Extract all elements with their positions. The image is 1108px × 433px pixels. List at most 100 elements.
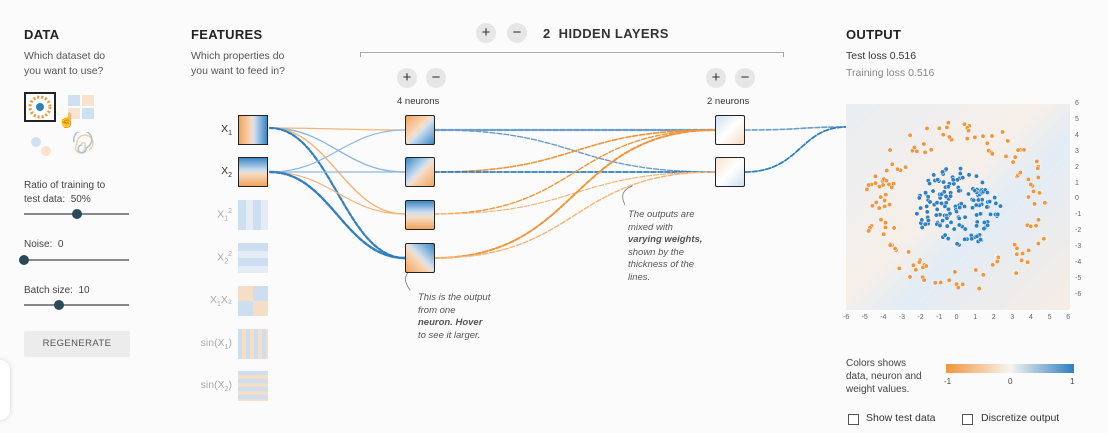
dataset-question-line1: Which dataset do <box>24 50 106 62</box>
data-point <box>970 205 975 211</box>
link-m2-out <box>744 126 847 173</box>
layer1-remove-neuron-button[interactable]: − <box>426 68 446 88</box>
dataset-gauss-icon <box>31 137 51 156</box>
layer1-add-neuron-button[interactable]: + <box>397 68 417 88</box>
y-tick: -3 <box>1075 243 1082 251</box>
add-layer-button[interactable]: + <box>476 23 496 43</box>
feature-input-5[interactable] <box>238 286 268 316</box>
data-point <box>876 184 882 190</box>
data-point <box>978 237 983 242</box>
feature-label-2: X2 <box>221 165 232 180</box>
noise-value: 0 <box>57 239 64 250</box>
show-test-data-checkbox[interactable] <box>848 414 859 425</box>
note-weights-line4: shown by the <box>628 246 684 258</box>
color-legend-bar <box>946 364 1074 373</box>
data-point <box>907 274 913 280</box>
data-point <box>952 269 958 275</box>
feature-input-6[interactable] <box>238 329 268 359</box>
data-point <box>946 206 951 212</box>
batch-slider[interactable] <box>24 304 129 306</box>
layer2-remove-neuron-button[interactable]: − <box>735 68 755 88</box>
data-point <box>922 221 928 227</box>
dataset-gauss[interactable] <box>26 132 56 160</box>
data-point <box>945 120 951 126</box>
y-tick: -2 <box>1075 227 1082 235</box>
layer2-add-neuron-button[interactable]: + <box>706 68 726 88</box>
y-tick: 3 <box>1075 147 1079 155</box>
output-plot[interactable] <box>846 104 1070 310</box>
hidden1-neuron-4[interactable] <box>405 243 435 273</box>
data-point <box>864 186 870 192</box>
batch-slider-knob[interactable] <box>53 300 64 310</box>
noise-slider[interactable] <box>24 259 129 261</box>
data-point <box>988 211 993 217</box>
test-loss: Test loss 0.516 <box>846 50 916 62</box>
remove-layer-button[interactable]: − <box>507 23 527 43</box>
dataset-spiral-icon <box>72 129 94 154</box>
data-point <box>876 205 882 211</box>
feature-input-3[interactable] <box>238 200 268 230</box>
discretize-output-checkbox[interactable] <box>962 414 973 425</box>
data-point <box>1020 251 1026 257</box>
data-point <box>964 136 970 142</box>
noise-slider-knob[interactable] <box>19 255 29 265</box>
data-point <box>895 166 901 172</box>
layer-count: 2 <box>543 26 551 41</box>
link-n2-m1 <box>433 129 717 173</box>
data-point <box>990 262 996 268</box>
y-tick: 6 <box>1075 100 1079 107</box>
dataset-xor[interactable] <box>66 93 98 121</box>
y-tick: -5 <box>1075 274 1082 282</box>
data-point <box>930 188 936 194</box>
data-point <box>1000 129 1006 135</box>
data-point <box>945 236 951 242</box>
data-point <box>960 281 966 287</box>
data-point <box>941 179 947 185</box>
data-point <box>914 148 920 154</box>
hidden1-neuron-2[interactable] <box>405 157 435 187</box>
feature-input-2[interactable] <box>238 157 268 187</box>
feature-input-1[interactable] <box>238 115 268 145</box>
link-n3-m1 <box>433 129 717 215</box>
feature-input-4[interactable] <box>238 243 268 273</box>
y-tick: 4 <box>1075 131 1079 139</box>
layer2-neuron-count: 2 neurons <box>707 96 750 107</box>
hidden2-neuron-1[interactable] <box>715 115 745 145</box>
hidden1-neuron-3[interactable] <box>405 200 435 230</box>
data-point <box>941 189 947 195</box>
data-point <box>948 193 954 199</box>
data-point <box>1036 217 1041 223</box>
data-point <box>883 192 889 198</box>
y-tick: -6 <box>1075 290 1082 298</box>
data-point <box>924 203 930 209</box>
hidden2-neuron-2[interactable] <box>715 157 745 187</box>
data-point <box>989 151 995 157</box>
hidden1-neuron-1[interactable] <box>405 115 435 145</box>
data-point <box>1017 170 1023 176</box>
data-point <box>1025 259 1031 265</box>
x-tick: 1 <box>973 314 978 321</box>
layers-bracket-left <box>360 52 361 57</box>
regenerate-button[interactable]: REGENERATE <box>24 331 130 357</box>
data-point <box>911 144 917 150</box>
data-point <box>943 166 949 172</box>
x-tick: -1 <box>936 314 943 321</box>
dataset-circle[interactable] <box>24 92 56 122</box>
note-neuron-output: This is the output from one neuron. Hove… <box>418 292 490 342</box>
feature-label-7: sin(X2) <box>200 379 232 394</box>
dataset-spiral[interactable] <box>66 129 98 160</box>
data-point <box>925 194 931 200</box>
data-point <box>887 202 892 208</box>
feature-input-7[interactable] <box>238 371 268 401</box>
data-point <box>985 222 991 228</box>
dataset-circle-icon <box>28 95 52 119</box>
y-tick: 5 <box>1075 115 1079 123</box>
x-tick: 6 <box>1066 314 1071 321</box>
data-point <box>957 205 963 210</box>
ratio-slider-knob[interactable] <box>71 209 82 219</box>
data-point <box>896 265 902 271</box>
data-point <box>866 182 872 188</box>
data-point <box>923 190 929 196</box>
data-point <box>1025 194 1031 200</box>
data-point <box>1005 138 1011 144</box>
